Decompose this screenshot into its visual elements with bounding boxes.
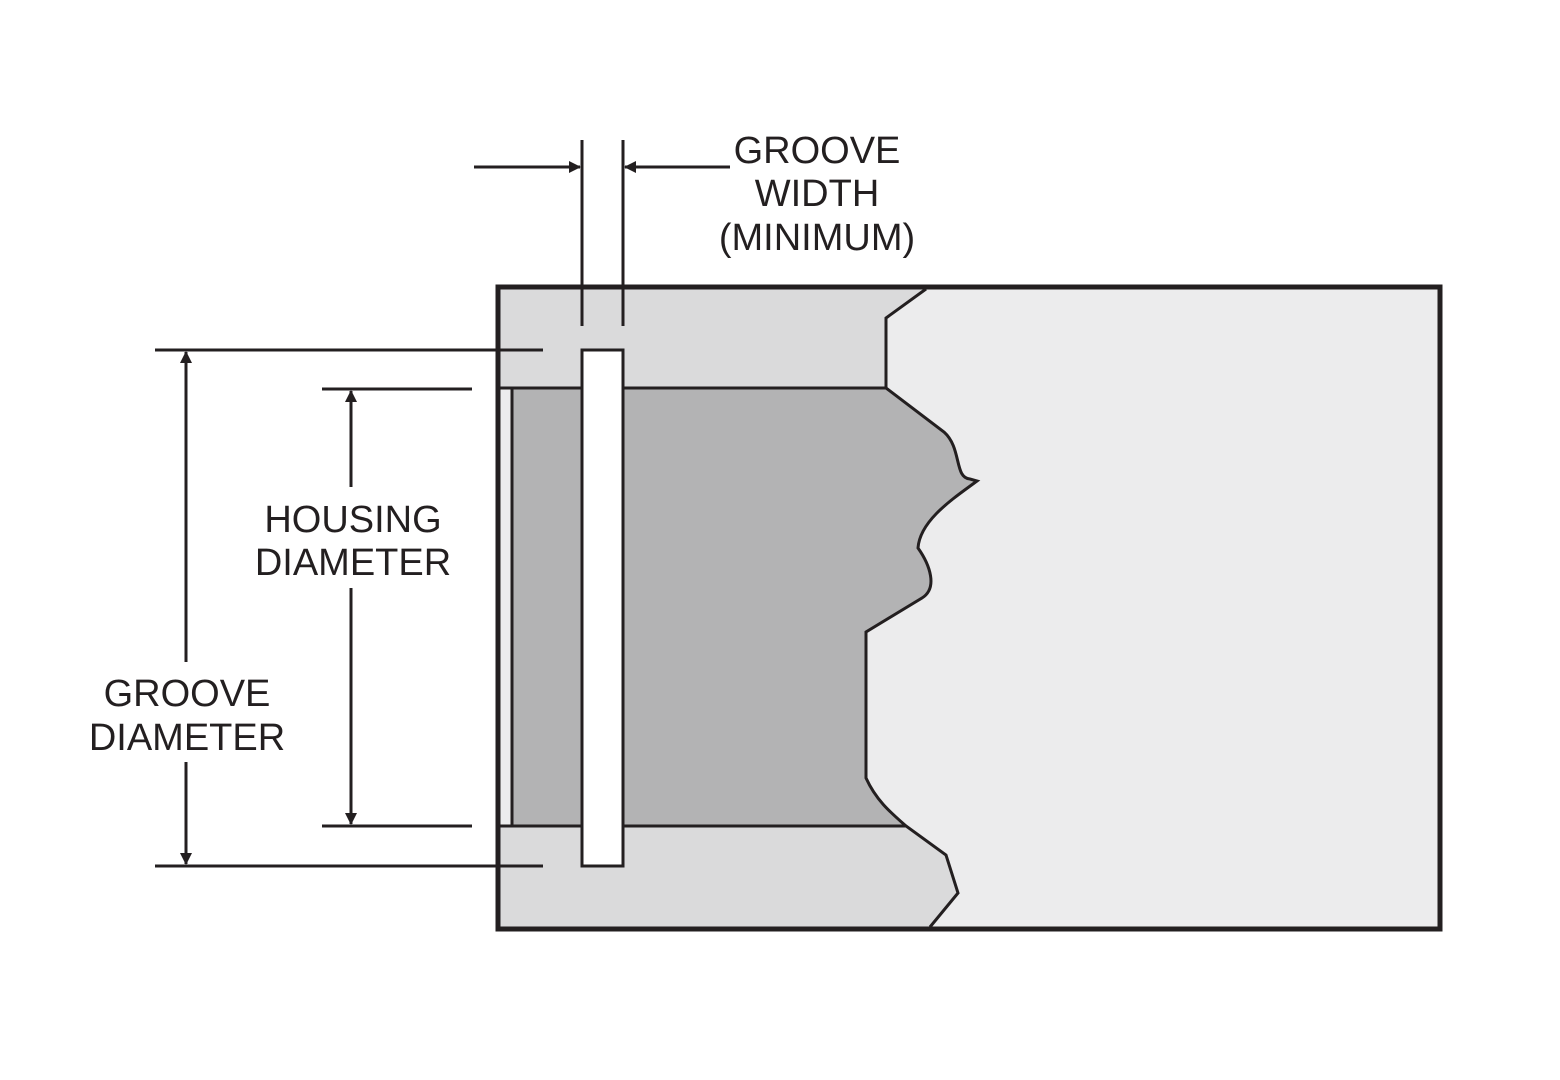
groove-width-label-line2: WIDTH	[755, 173, 880, 215]
groove-diameter-label-line1: GROOVE	[104, 673, 271, 715]
housing-wall-bottom	[500, 826, 958, 927]
groove-width-label-line3: (MINIMUM)	[719, 217, 915, 259]
groove-slot	[580, 348, 625, 868]
housing-frame	[495, 284, 1443, 932]
groove-diameter-label-line2: DIAMETER	[89, 717, 285, 759]
housing-diameter-label-line2: DIAMETER	[255, 542, 451, 584]
break-line	[864, 287, 981, 928]
groove-width-label-line1: GROOVE	[734, 130, 901, 172]
housing-bore	[512, 388, 977, 826]
housing-diameter-label-line1: HOUSING	[264, 499, 441, 541]
housing-wall-top	[500, 289, 926, 388]
